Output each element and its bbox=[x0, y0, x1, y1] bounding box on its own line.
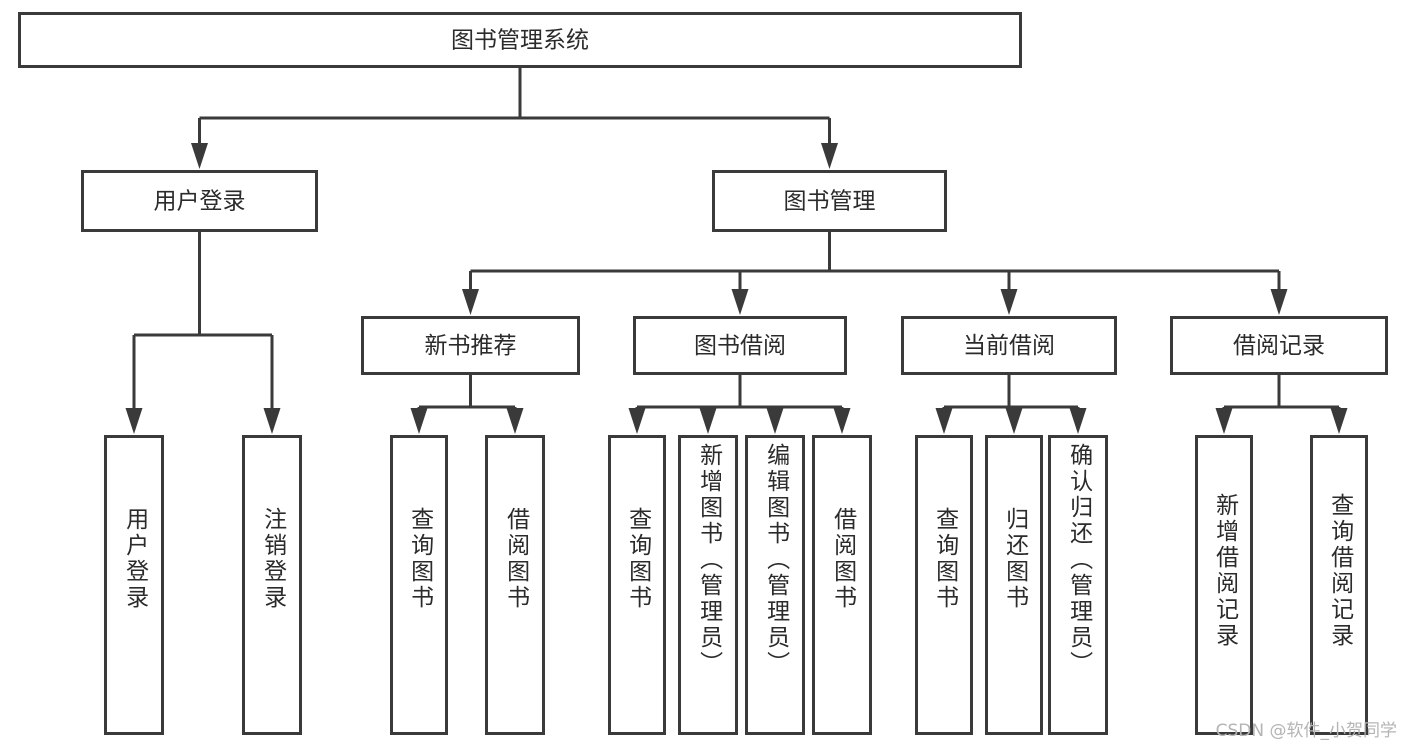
arrow-head-icon bbox=[1005, 408, 1023, 434]
arrow-head-icon bbox=[263, 408, 281, 434]
connector-layer bbox=[125, 68, 1348, 434]
node-box-layer bbox=[18, 12, 1388, 735]
arrow-head-icon bbox=[506, 408, 524, 434]
node-label-login: 用户登录 bbox=[154, 189, 246, 215]
arrow-head-icon bbox=[1069, 408, 1087, 434]
node-box-leaf6 bbox=[678, 435, 738, 735]
arrow-head-icon bbox=[731, 289, 749, 315]
csdn-watermark: CSDN @软件_小贺同学 bbox=[1215, 721, 1397, 741]
arrow-head-icon bbox=[191, 143, 208, 169]
node-label-borrow: 图书借阅 bbox=[694, 333, 786, 359]
node-box-leaf8 bbox=[812, 435, 872, 735]
node-label-record: 借阅记录 bbox=[1233, 333, 1325, 359]
arrow-head-icon bbox=[462, 289, 479, 315]
arrow-head-icon bbox=[833, 408, 851, 434]
node-box-root bbox=[18, 12, 1022, 68]
node-box-newbook bbox=[361, 316, 580, 375]
arrow-head-icon bbox=[935, 408, 953, 434]
node-box-record bbox=[1170, 316, 1388, 375]
arrow-head-icon bbox=[1330, 408, 1348, 434]
node-box-borrow bbox=[633, 316, 847, 375]
arrow-head-icon bbox=[1215, 408, 1233, 434]
arrow-head-icon bbox=[628, 408, 646, 434]
arrow-head-icon bbox=[1270, 289, 1288, 315]
arrow-head-icon bbox=[821, 143, 838, 169]
node-box-leaf7 bbox=[745, 435, 805, 735]
arrow-head-icon bbox=[766, 408, 784, 434]
arrow-head-icon bbox=[125, 408, 143, 434]
node-box-leaf1 bbox=[104, 435, 164, 735]
node-label-root: 图书管理系统 bbox=[451, 28, 589, 54]
node-box-current bbox=[901, 316, 1117, 375]
node-label-current: 当前借阅 bbox=[963, 333, 1055, 359]
node-box-leaf13 bbox=[1310, 435, 1368, 735]
arrow-head-icon bbox=[1000, 289, 1018, 315]
node-box-leaf10 bbox=[985, 435, 1043, 735]
node-label-bookmgmt: 图书管理 bbox=[784, 189, 876, 215]
node-box-leaf4 bbox=[485, 435, 545, 735]
node-box-leaf12 bbox=[1195, 435, 1253, 735]
node-label-newbook: 新书推荐 bbox=[425, 333, 517, 359]
arrow-head-icon bbox=[699, 408, 717, 434]
node-box-leaf9 bbox=[915, 435, 973, 735]
node-box-leaf11 bbox=[1048, 435, 1108, 735]
node-box-leaf5 bbox=[608, 435, 666, 735]
node-box-bookmgmt bbox=[712, 170, 947, 232]
arrow-head-icon bbox=[410, 408, 428, 434]
node-box-login bbox=[81, 170, 318, 232]
node-box-leaf3 bbox=[390, 435, 448, 735]
node-box-leaf2 bbox=[242, 435, 302, 735]
